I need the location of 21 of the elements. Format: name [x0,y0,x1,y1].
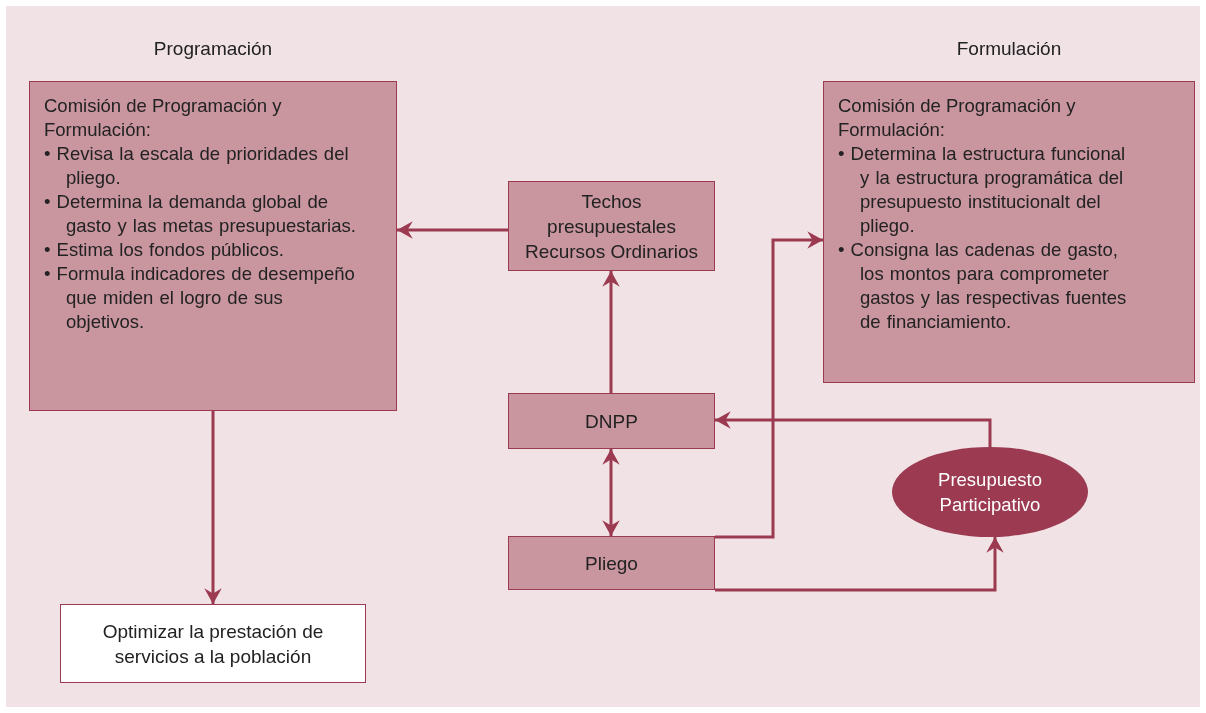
panel-heading: Formulación [955,38,1063,60]
bullet-item: • Estima los fondos públicos. [44,238,285,262]
bullet-item: • Consigna las cadenas de gasto, los montos para comprometer gastos y las respectivas fuentes de financiamiento. [838,238,1128,334]
bullet-item: • Determina la demanda global de gasto y las metas presupuestarias. [44,190,356,238]
bullet-item: • Formula indicadores de desempeño que miden el logro de sus objetivos. [44,262,356,334]
panel-heading: Programación [152,38,274,60]
arrow [715,537,1004,592]
process-box: Pliego [508,536,715,590]
box-title: Comisión de Programación y Formulación: [44,94,283,142]
arrow [204,411,222,604]
arrow [602,449,620,536]
arrow [715,231,823,539]
box-title: Comisión de Programación y Formulación: [838,94,1077,142]
arrow [397,221,508,239]
process-box: DNPP [508,393,715,449]
bullet-item: • Revisa la escala de prioridades del pliego. [44,142,350,190]
process-box: Techos presupuestales Recursos Ordinarios [508,181,715,271]
arrow [715,411,992,447]
result-box: Optimizar la prestación de servicios a la población [60,604,366,683]
arrow [602,271,620,393]
bullet-item: • Determina la estructura funcional y la estructura programática del presupuesto institucionalt del pliego. [838,142,1127,238]
